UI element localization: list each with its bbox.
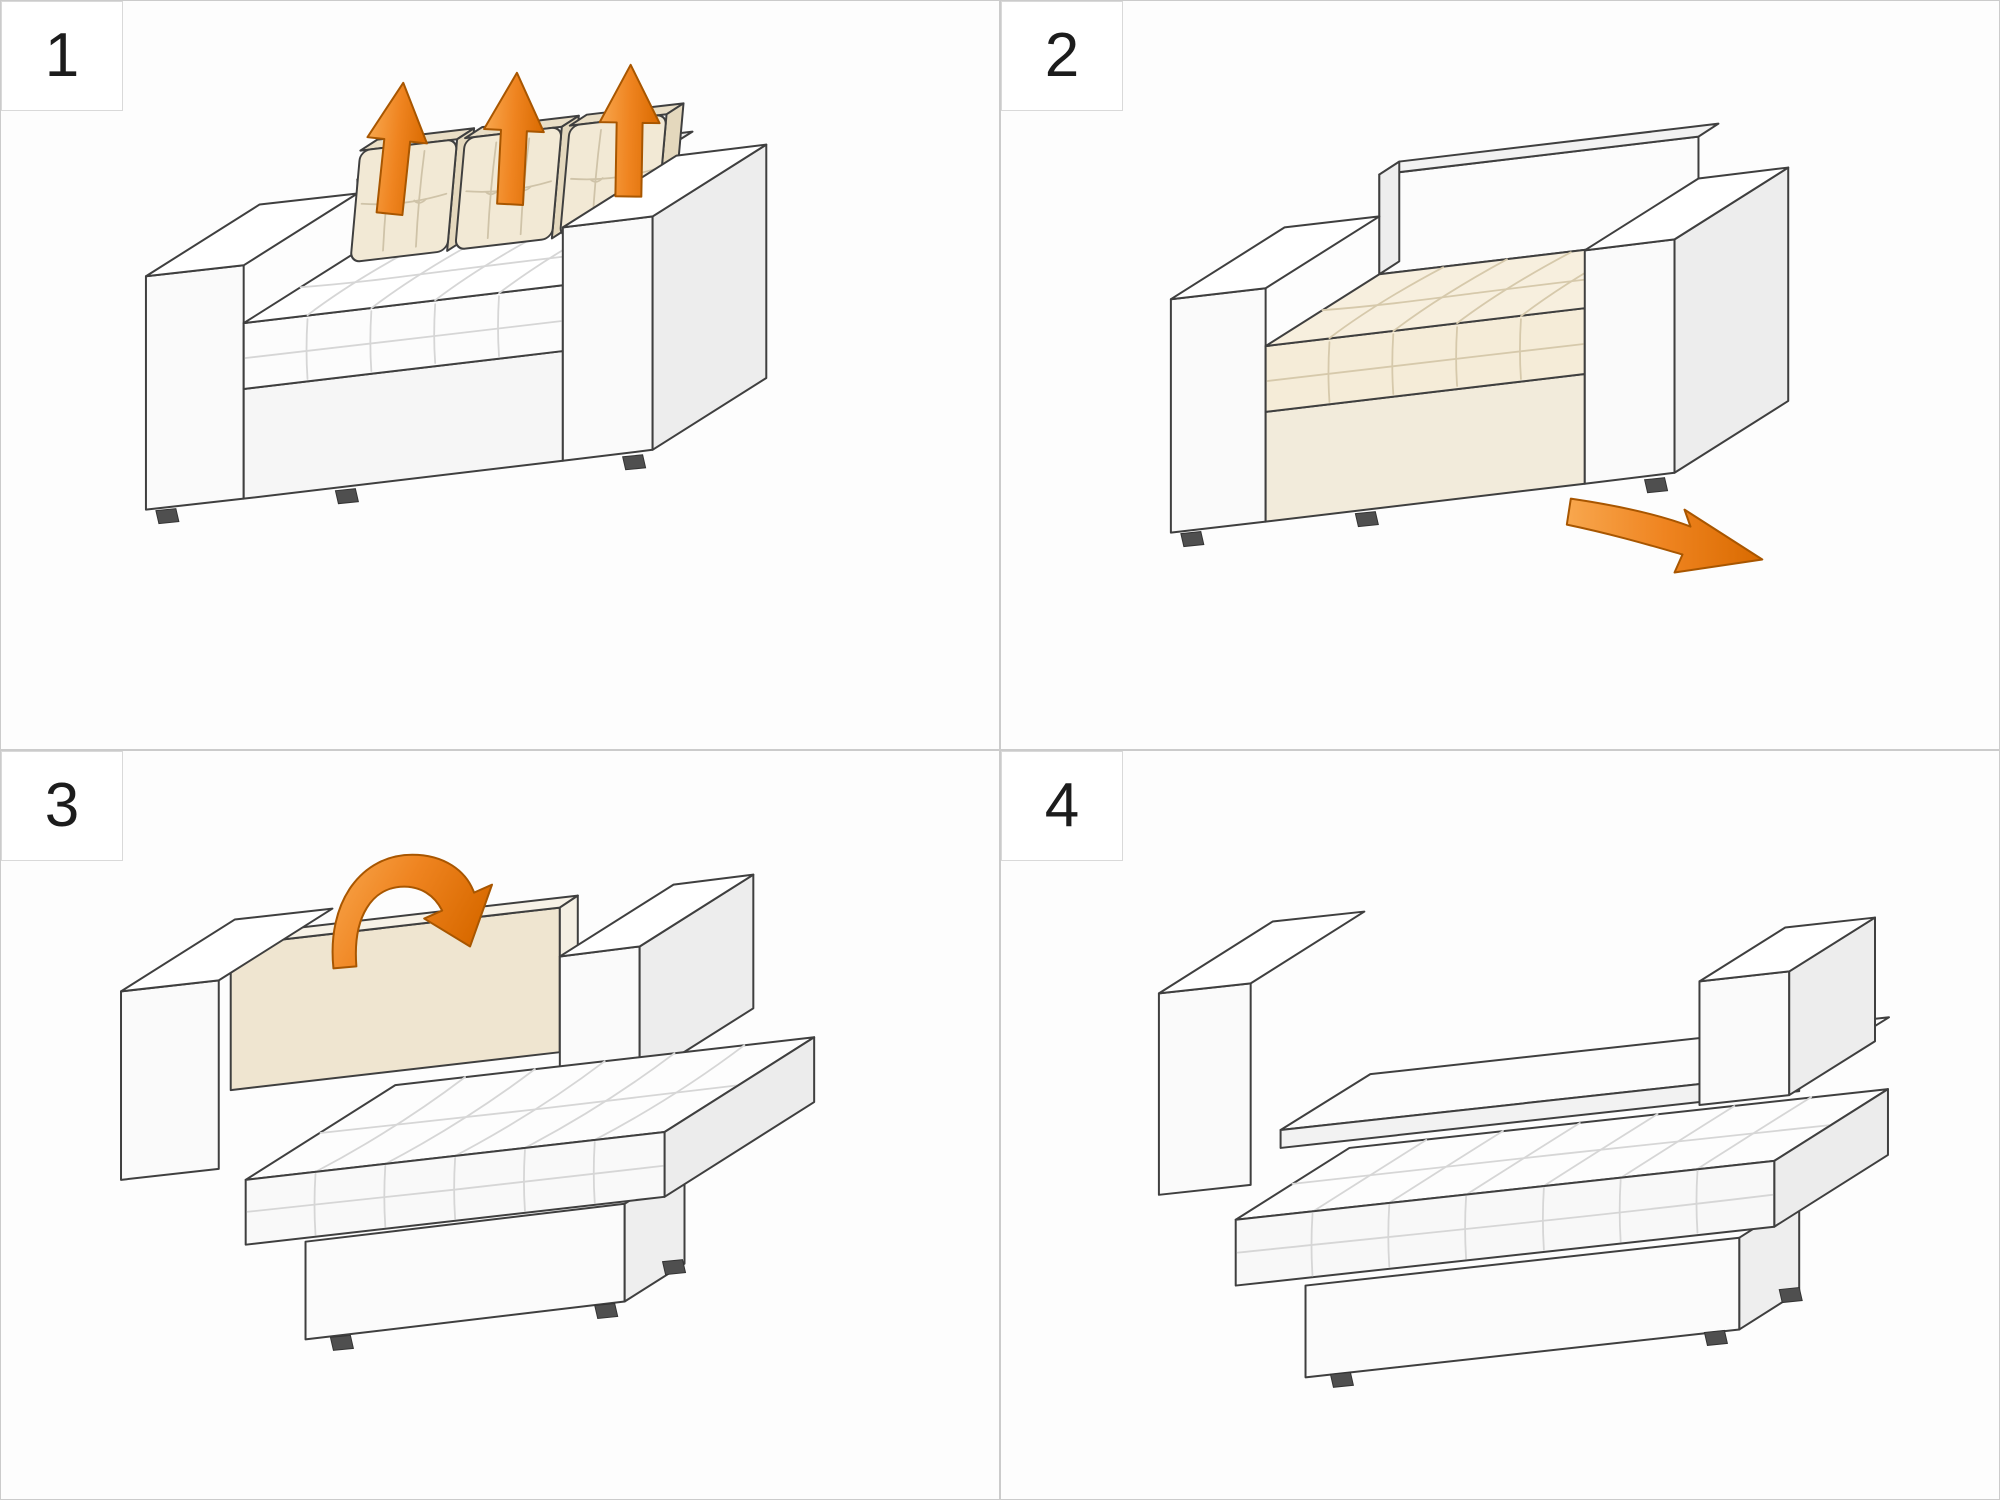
sofa-left-armrest (1157, 910, 1366, 1196)
lift-up-arrow-icon (366, 81, 428, 217)
step-number: 3 (44, 771, 80, 840)
step-number: 4 (1044, 771, 1080, 840)
seat-front-tufting-lines (246, 1141, 664, 1236)
sofa-right-armrest (558, 873, 755, 1092)
step-panel-3: 3 (0, 750, 1000, 1500)
sofa-right-armrest (561, 143, 768, 462)
sofa-feet (1180, 477, 1669, 548)
pulled-out-seat (244, 1036, 816, 1246)
step-badge-3: 3 (1, 751, 123, 861)
sofa-backrest-panel (229, 894, 579, 1092)
mattress-front-tufting-lines (1236, 1169, 1774, 1277)
sofa-right-armrest (1698, 916, 1876, 1107)
fold-down-arrow-icon (331, 853, 494, 970)
sofa-illustration-step-2 (1169, 122, 1790, 574)
step-panel-2: 2 (1000, 0, 2000, 750)
seat-front-tufting-lines (244, 295, 562, 380)
sofa-right-armrest (1583, 166, 1790, 485)
pull-forward-arrow-icon (1565, 497, 1764, 574)
step-badge-2: 2 (1001, 1, 1123, 111)
sofa-feet (329, 1259, 687, 1351)
step-badge-1: 1 (1, 1, 123, 111)
sofa-left-armrest (120, 907, 334, 1181)
sofa-left-armrest (1169, 215, 1381, 534)
step-number: 1 (44, 21, 80, 90)
seat-front-tufting-lines (1266, 318, 1584, 403)
sofa-left-armrest (144, 192, 359, 511)
sofa-feet (155, 454, 647, 525)
bed-illustration-step-4 (1157, 910, 1890, 1388)
step-number: 2 (1044, 21, 1080, 90)
sofa-illustration-step-3 (120, 853, 816, 1351)
mattress-top-tufting-lines (1291, 1096, 1833, 1213)
bed-mattress (1234, 1088, 1889, 1287)
lift-up-arrow-icon (483, 71, 545, 206)
sofa-feet (1329, 1287, 1803, 1388)
step-panel-1: 1 (0, 0, 1000, 750)
sofa-base-box (304, 1164, 686, 1341)
seat-top-tufting-lines (314, 1044, 746, 1173)
sofa-illustration-step-1 (144, 63, 768, 525)
step-badge-4: 4 (1001, 751, 1123, 861)
lift-up-arrow-icon (598, 63, 661, 198)
step-panel-4: 4 (1000, 750, 2000, 1500)
